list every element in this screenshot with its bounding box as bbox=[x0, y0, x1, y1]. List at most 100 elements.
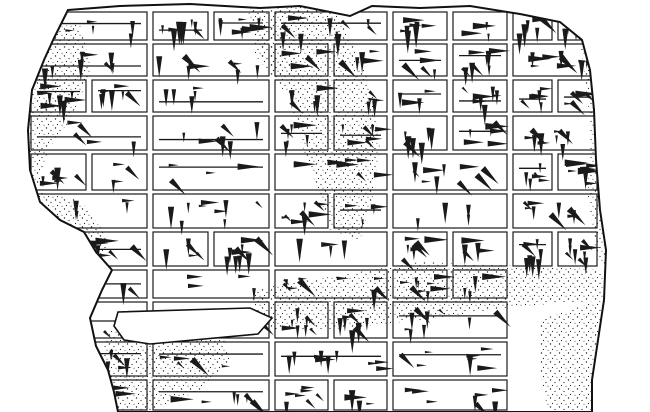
wedge-stroke bbox=[525, 20, 530, 34]
wedge-stroke bbox=[188, 283, 204, 289]
wedge-stroke bbox=[74, 173, 87, 186]
wedge-stroke bbox=[232, 392, 236, 405]
wedge-stroke bbox=[54, 167, 61, 191]
wedge-stroke bbox=[44, 310, 49, 325]
case-ruling bbox=[30, 341, 87, 377]
sign-case bbox=[333, 115, 393, 151]
wedge-stroke bbox=[118, 365, 132, 370]
wedge-stroke bbox=[238, 18, 247, 21]
wedge-stroke bbox=[292, 351, 297, 367]
wedge-stroke bbox=[572, 249, 578, 266]
case-ruling bbox=[557, 231, 598, 267]
case-ruling bbox=[392, 341, 508, 377]
wedge-stroke bbox=[113, 162, 125, 167]
case-ruling bbox=[274, 231, 388, 267]
wedge-stroke bbox=[341, 124, 345, 134]
wedge-stroke bbox=[404, 30, 411, 54]
wedge-stroke bbox=[426, 400, 438, 404]
sign-case bbox=[152, 43, 270, 86]
case-ruling bbox=[274, 341, 388, 377]
sign-case bbox=[452, 11, 508, 43]
sign-case bbox=[152, 269, 270, 302]
wedge-stroke bbox=[186, 202, 190, 214]
wedge-stroke bbox=[112, 353, 125, 366]
wedge-stroke bbox=[305, 318, 309, 328]
wedge-stroke bbox=[168, 178, 186, 195]
wedge-stroke bbox=[480, 347, 494, 351]
wedge-stroke bbox=[364, 139, 375, 149]
wedge-stroke bbox=[578, 60, 585, 81]
wedge-stroke bbox=[224, 256, 230, 276]
wedge-stroke bbox=[459, 164, 480, 170]
wedge-stroke bbox=[76, 239, 80, 250]
wedge-stroke bbox=[336, 276, 350, 281]
wedge-stroke bbox=[114, 180, 124, 183]
wedge-stroke bbox=[193, 91, 197, 102]
wedge-stroke bbox=[289, 100, 304, 115]
case-ruling bbox=[152, 153, 270, 191]
sign-case bbox=[512, 193, 598, 231]
wedge-stroke bbox=[295, 394, 307, 398]
wedge-stroke bbox=[223, 219, 227, 230]
wedge-stroke bbox=[109, 90, 115, 112]
wedge-stroke bbox=[51, 283, 55, 296]
case-ruling bbox=[392, 231, 448, 267]
wedge-stroke bbox=[417, 280, 420, 289]
wedge-stroke bbox=[170, 396, 194, 403]
case-ruling bbox=[392, 379, 508, 411]
wedge-stroke bbox=[305, 135, 309, 148]
wedge-stroke bbox=[560, 144, 566, 161]
wedge-stroke bbox=[567, 23, 578, 27]
case-ruling bbox=[452, 231, 508, 267]
wedge-stroke bbox=[84, 52, 99, 57]
wedge-stroke bbox=[524, 258, 530, 278]
sign-case bbox=[30, 115, 148, 158]
sign-case bbox=[30, 43, 148, 91]
wedge-stroke bbox=[293, 161, 317, 168]
wedge-stroke bbox=[531, 206, 536, 221]
wedge-stroke bbox=[409, 285, 426, 302]
sign-case bbox=[274, 43, 337, 77]
wedge-stroke bbox=[489, 123, 493, 137]
wedge-stroke bbox=[532, 135, 537, 153]
wedge-stroke bbox=[580, 244, 602, 251]
wedge-stroke bbox=[404, 131, 407, 141]
wedge-stroke bbox=[463, 288, 467, 300]
wedge-stroke bbox=[424, 89, 436, 93]
case-ruling bbox=[452, 115, 508, 151]
wedge-stroke bbox=[524, 136, 537, 140]
wedge-stroke bbox=[290, 124, 293, 135]
wedge-stroke bbox=[542, 54, 561, 60]
sign-case bbox=[392, 115, 448, 165]
case-ruling bbox=[152, 341, 270, 377]
wedge-stroke bbox=[481, 104, 488, 126]
wedge-stroke bbox=[397, 92, 403, 109]
case-ruling bbox=[333, 193, 388, 229]
wedge-stroke bbox=[37, 91, 53, 96]
sign-case bbox=[152, 153, 270, 195]
case-ruling bbox=[392, 79, 448, 113]
sign-case bbox=[152, 11, 209, 52]
wedge-stroke bbox=[296, 238, 303, 263]
wedge-stroke bbox=[564, 159, 588, 166]
wedge-stroke bbox=[308, 211, 332, 218]
wedge-stroke bbox=[245, 253, 252, 275]
wedge-stroke bbox=[474, 172, 493, 191]
wedge-stroke bbox=[127, 286, 140, 299]
sign-case bbox=[392, 301, 511, 344]
wedge-stroke bbox=[125, 165, 140, 180]
wedge-stroke bbox=[577, 257, 588, 268]
case-ruling bbox=[392, 269, 448, 299]
wedge-stroke bbox=[180, 22, 187, 46]
wedge-stroke bbox=[404, 328, 414, 331]
wedge-stroke bbox=[73, 132, 87, 146]
wedge-stroke bbox=[373, 172, 394, 178]
wedge-stroke bbox=[317, 202, 330, 206]
case-ruling bbox=[333, 79, 388, 113]
wedge-stroke bbox=[558, 54, 578, 74]
sign-case bbox=[274, 301, 329, 339]
wedge-stroke bbox=[368, 97, 379, 101]
wedge-stroke bbox=[327, 159, 348, 166]
sign-case bbox=[152, 193, 270, 236]
wedge-stroke bbox=[537, 94, 547, 98]
